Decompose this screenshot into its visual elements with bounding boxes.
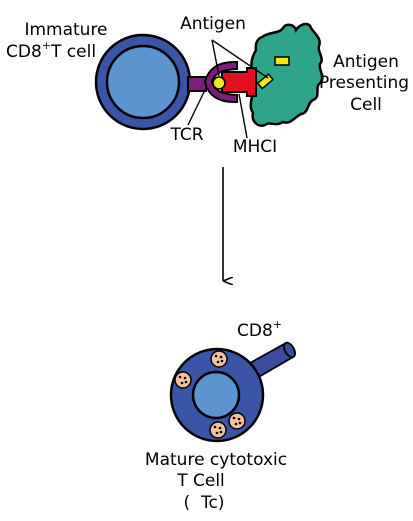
mature-label-line1: Mature cytotoxic (145, 450, 287, 470)
mhci-molecule (221, 67, 257, 97)
antigen-fragment-1 (274, 56, 290, 66)
apc-label-line2: Presenting (319, 73, 409, 93)
mhci-pointer (238, 93, 248, 139)
apc-label-line1: Antigen (333, 52, 399, 72)
immature-t-cell (94, 33, 192, 131)
tcr-cup (203, 60, 238, 104)
antigen-label: Antigen (180, 14, 246, 34)
apc-label-line3: Cell (350, 95, 382, 115)
immature-cd8-text: CD8 (6, 42, 42, 62)
cd8-label-superscript: + (273, 318, 282, 331)
bound-antigen (212, 76, 226, 90)
mature-cell-nucleus (191, 370, 241, 420)
tcr-stalk (187, 76, 207, 92)
immature-label-line2: CD8+T cell (6, 39, 96, 62)
cd8-label-text: CD8 (237, 321, 273, 341)
antigen-pointer-2 (211, 39, 269, 79)
antigen-pointer-1 (211, 39, 220, 77)
antigen-presenting-cell (248, 22, 324, 127)
granule-1 (210, 350, 228, 368)
tcr-receptor (187, 60, 238, 104)
granule-2 (174, 371, 192, 389)
mature-label-line2: T Cell (176, 471, 225, 491)
antigen-fragment-2 (256, 73, 274, 90)
tcr-pointer (187, 89, 206, 126)
immature-t-cell-text: T cell (50, 42, 96, 62)
tcr-label: TCR (169, 125, 203, 145)
cd8-label: CD8+ (237, 318, 282, 341)
mature-label-line3: ( Tc) (184, 493, 225, 513)
granule-4 (209, 421, 227, 439)
granule-3 (228, 412, 246, 430)
immature-label-line1: Immature (24, 20, 107, 40)
immature-cd8-superscript: + (42, 39, 51, 52)
immature-cell-nucleus (105, 44, 181, 120)
cd8-end-cap (283, 341, 296, 359)
mhci-label: MHCI (233, 137, 277, 157)
